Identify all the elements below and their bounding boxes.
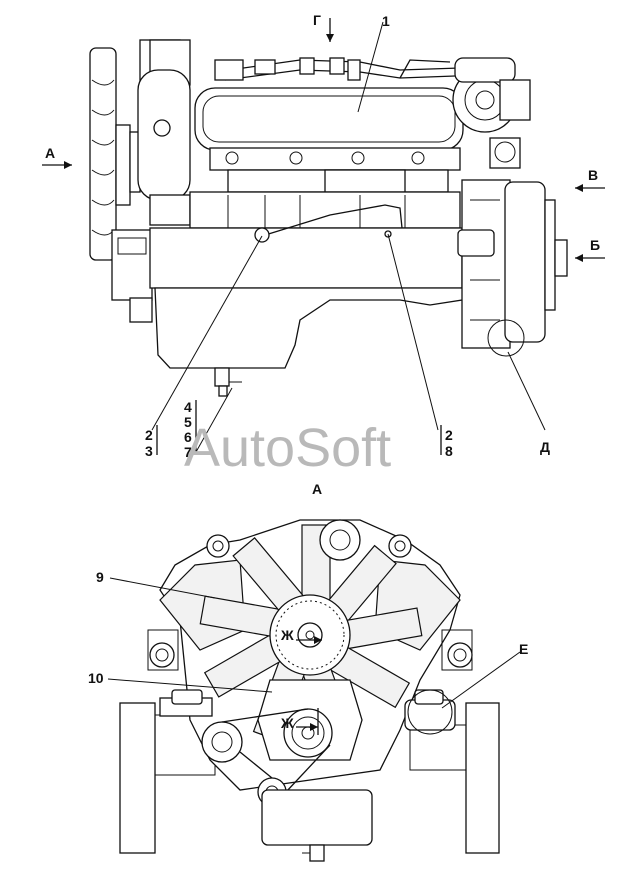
tensioner-pulley (201, 721, 243, 763)
fan (89, 47, 141, 261)
callout-3: 3 (145, 443, 153, 459)
view-arrow-a: А (45, 145, 55, 161)
engine-front-view (107, 519, 521, 862)
view-marker-zh-2: Ж (280, 715, 294, 731)
leader-9 (109, 577, 216, 599)
leader-1 (357, 21, 384, 113)
flywheel-housing (457, 179, 568, 357)
view-marker-e: Е (519, 641, 528, 657)
callout-9: 9 (96, 569, 104, 585)
leader-10 (107, 678, 273, 693)
callout-1: 1 (382, 13, 390, 29)
leader-e (441, 651, 521, 709)
view-arrow-v: В (588, 167, 598, 183)
view-marker-d: Д (540, 439, 550, 455)
exhaust-manifold (209, 147, 461, 171)
cylinder-block (149, 227, 463, 289)
view-a-title: А (312, 481, 322, 497)
frame-rail-left (119, 702, 156, 854)
alternator (319, 519, 361, 561)
callout-10: 10 (88, 670, 104, 686)
cylinder-block-upper (189, 191, 461, 229)
leader-d (507, 351, 546, 431)
turbocharger (399, 57, 531, 169)
callout-5: 5 (184, 414, 192, 430)
view-arrow-g: Г (313, 12, 321, 28)
callout-7: 7 (184, 444, 192, 460)
leader-4-7 (195, 387, 233, 453)
oil-pan-front (261, 789, 373, 846)
callout-4: 4 (184, 399, 192, 415)
callout-2a: 2 (145, 427, 153, 443)
view-marker-zh-1: Ж (280, 627, 294, 643)
callout-6: 6 (184, 429, 192, 445)
callout-8: 8 (445, 443, 453, 459)
view-arrow-b: Б (590, 237, 600, 253)
frame-rail-right (465, 702, 500, 854)
oil-pan (154, 287, 466, 369)
valve-cover (194, 87, 464, 151)
leader-2-8 (387, 233, 439, 431)
leader-2-3 (151, 235, 263, 431)
engine-side-view (42, 18, 605, 455)
watermark: AutoSoft (184, 418, 391, 478)
callout-2b: 2 (445, 427, 453, 443)
